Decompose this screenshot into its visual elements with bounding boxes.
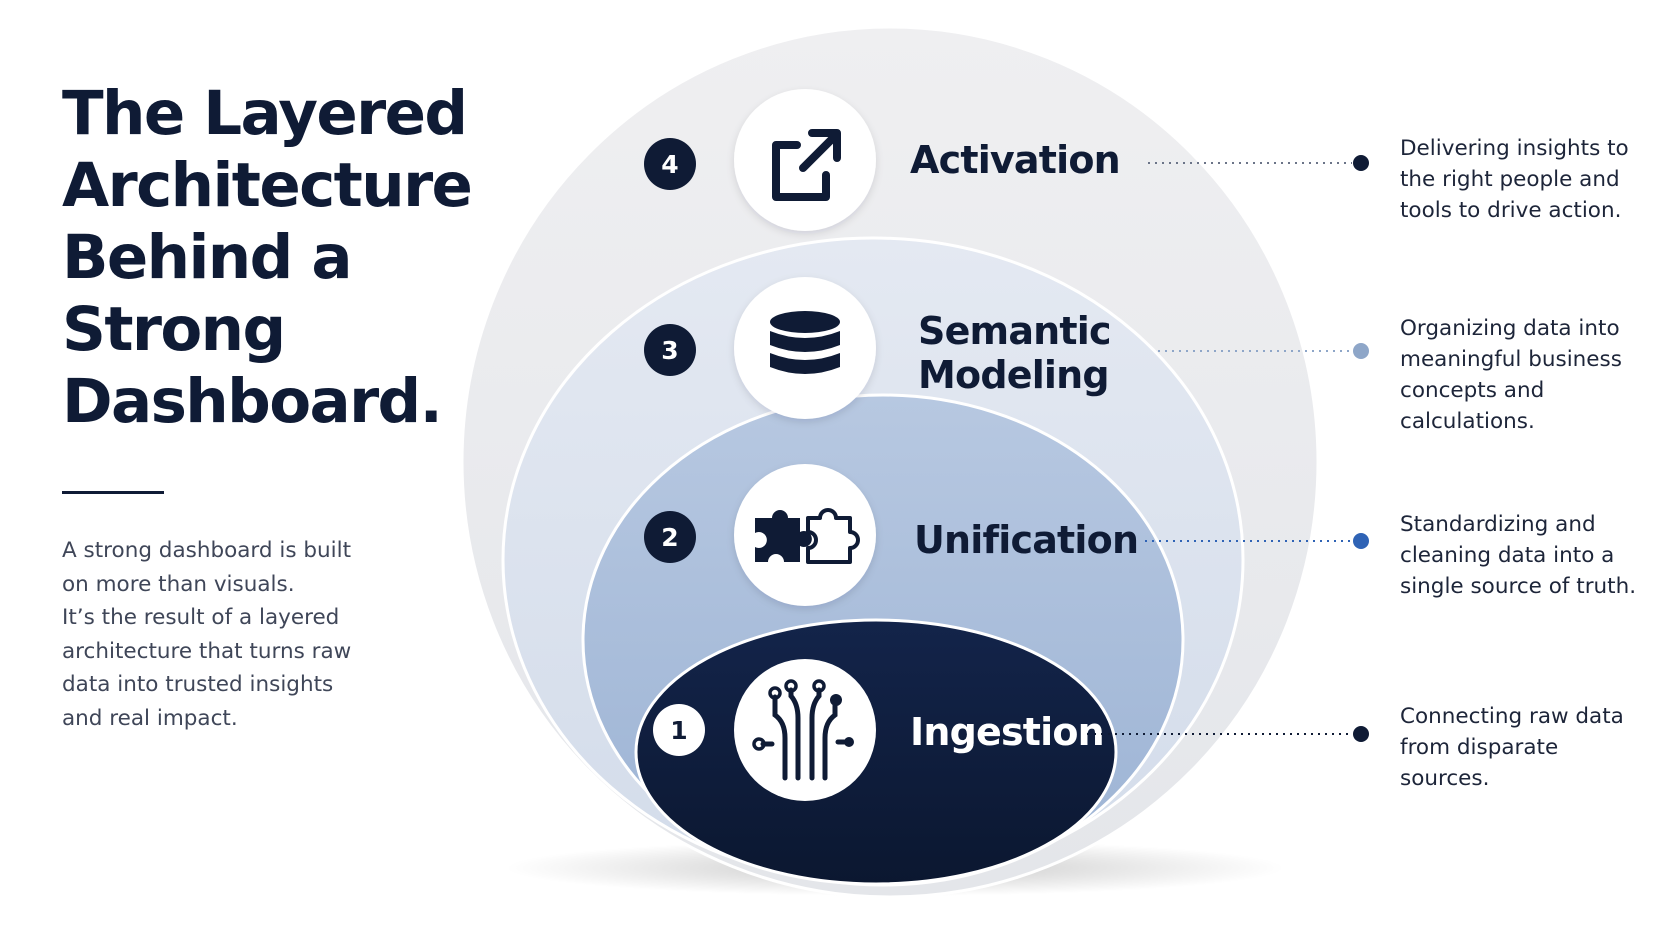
intro-line: and real impact.: [62, 705, 238, 731]
intro-paragraph: A strong dashboard is built on more than…: [62, 534, 392, 735]
intro-line: architecture that turns raw: [62, 638, 352, 664]
description-line: the right people and: [1400, 167, 1620, 192]
layer-2-description: Standardizing and cleaning data into a s…: [1400, 509, 1660, 602]
connector-dot: [1353, 533, 1369, 549]
description-line: calculations.: [1400, 409, 1535, 434]
data-pipelines-icon-nodes: [752, 679, 854, 751]
icon-circle: [734, 659, 876, 801]
description-line: meaningful business: [1400, 347, 1622, 372]
description-line: Standardizing and: [1400, 512, 1596, 537]
step-number-4: 4: [661, 150, 678, 179]
description-line: concepts and: [1400, 378, 1545, 403]
layer-4-description: Delivering insights to the right people …: [1400, 133, 1660, 226]
connector-dot: [1353, 343, 1369, 359]
description-line: Delivering insights to: [1400, 136, 1629, 161]
step-badge-4: [644, 138, 696, 190]
description-line: Organizing data into: [1400, 316, 1620, 341]
title-line: Behind a: [62, 222, 353, 293]
title-line: The Layered: [62, 78, 468, 149]
page-title: The Layered Architecture Behind a Strong…: [62, 78, 473, 438]
intro-line: on more than visuals.: [62, 571, 295, 597]
title-line: Dashboard.: [62, 366, 443, 437]
external-link-icon: [772, 129, 841, 201]
description-line: Connecting raw data: [1400, 704, 1624, 729]
description-line: sources.: [1400, 766, 1490, 791]
step-badge-2: [644, 511, 696, 563]
intro-line: It’s the result of a layered: [62, 605, 340, 630]
layer-label-unification: Unification: [914, 518, 1138, 562]
intro-line: A strong dashboard is built: [62, 538, 352, 563]
description-line: from disparate: [1400, 735, 1559, 760]
description-line: tools to drive action.: [1400, 198, 1622, 223]
layer-3-semantic-modeling: 3 Semantic Modeling: [644, 277, 1369, 419]
puzzle-pieces-icon: [755, 508, 860, 564]
connector-dot: [1353, 155, 1369, 171]
database-icon: [770, 311, 840, 374]
title-divider: [62, 491, 164, 494]
step-badge-3: [644, 324, 696, 376]
layer-label-modeling: Modeling: [918, 353, 1109, 397]
layer-label-semantic: Semantic: [918, 309, 1111, 353]
title-line: Architecture: [62, 150, 473, 221]
description-line: single source of truth.: [1400, 574, 1637, 599]
layer-label-ingestion: Ingestion: [910, 710, 1104, 754]
layer-4-activation: 4 Activation: [644, 89, 1369, 231]
intro-line: data into trusted insights: [62, 672, 334, 697]
step-number-2: 2: [661, 523, 678, 552]
step-number-1: 1: [670, 716, 687, 745]
layer-3-description: Organizing data into meaningful business…: [1400, 313, 1660, 437]
connector-dot: [1353, 726, 1369, 742]
data-pipelines-icon: [760, 687, 849, 781]
layer-1-ingestion: 1 Ingestion: [653, 659, 1369, 801]
layer-label-activation: Activation: [910, 138, 1120, 182]
layer-2-unification: 2 Unification: [644, 464, 1369, 606]
icon-circle: [734, 89, 876, 231]
description-line: cleaning data into a: [1400, 543, 1615, 568]
layer-1-description: Connecting raw data from disparate sourc…: [1400, 701, 1660, 794]
step-number-3: 3: [661, 336, 678, 365]
title-line: Strong: [62, 294, 286, 365]
step-badge-1: [653, 704, 705, 756]
